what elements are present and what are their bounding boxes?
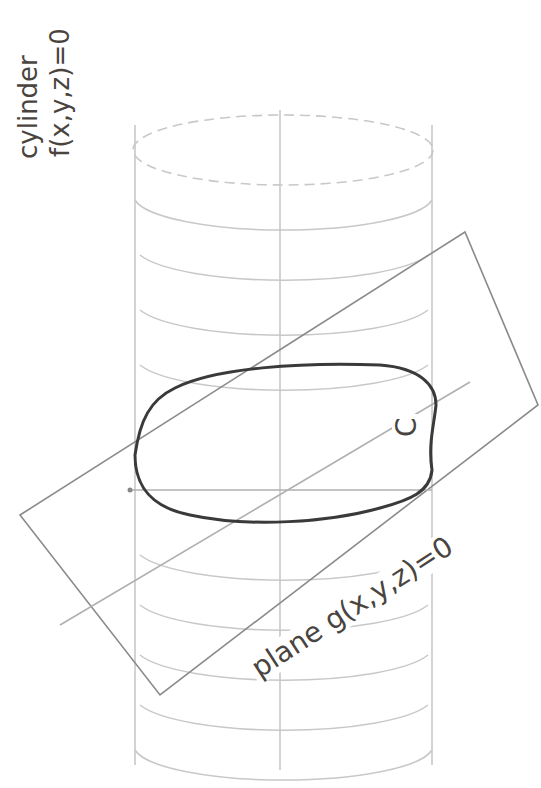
cylinder-equation: f(x,y,z)=0 [46, 25, 74, 160]
axis-dot [128, 488, 133, 493]
plane-outline [20, 232, 538, 695]
plane-label: plane g(x,y,z)=0 [244, 530, 461, 685]
cylinder-surface [133, 110, 433, 780]
cylinder-label: cylinder [14, 52, 42, 162]
intersection-curve [135, 364, 436, 522]
curve-label: C [392, 414, 422, 440]
